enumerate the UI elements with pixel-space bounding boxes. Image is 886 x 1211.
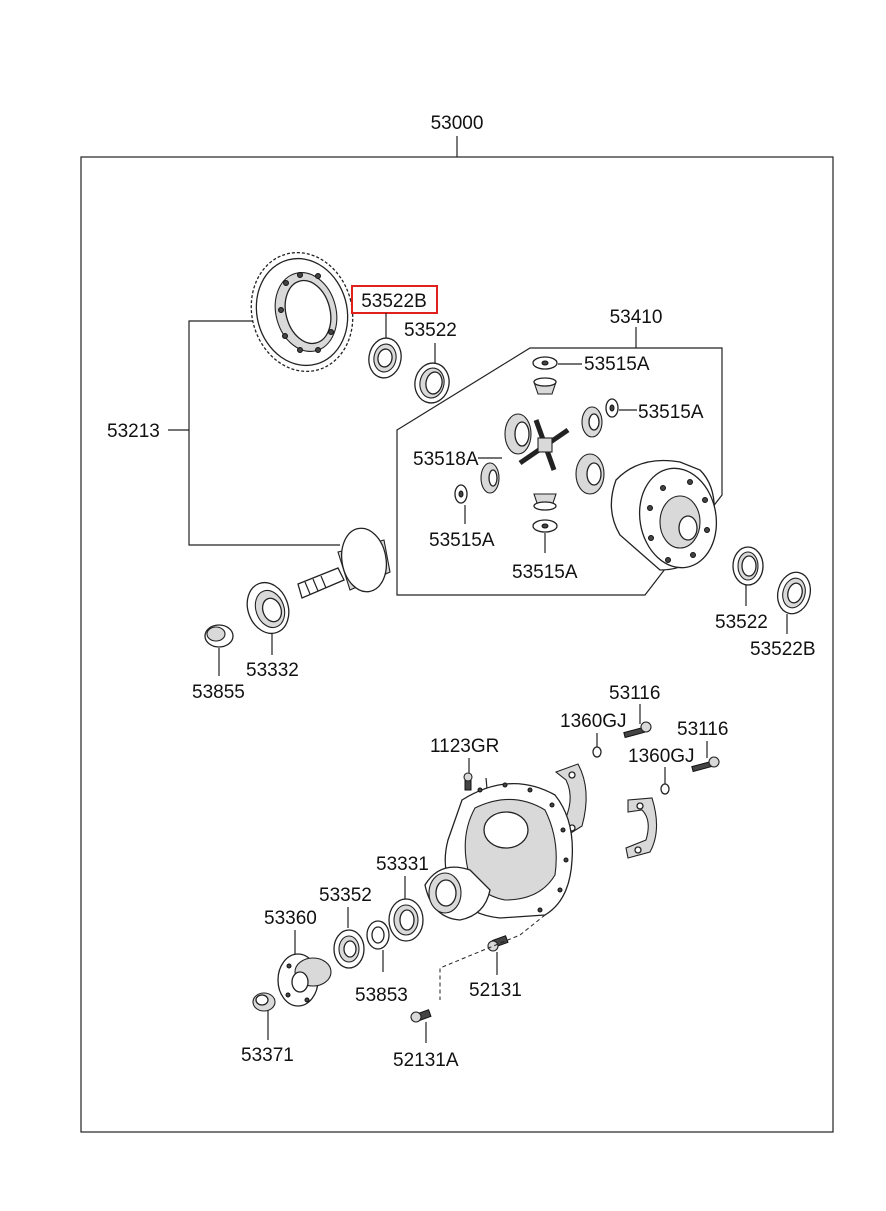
label-52131A[interactable]: 52131A <box>393 1050 459 1071</box>
label-53213[interactable]: 53213 <box>107 421 160 442</box>
washer-53853[interactable] <box>366 920 390 950</box>
assembly-frame <box>80 156 834 1133</box>
washer-1360GJ-b[interactable] <box>660 783 670 795</box>
thrust-washer-3[interactable] <box>454 484 468 504</box>
label-53410[interactable]: 53410 <box>610 307 663 328</box>
seal-53352[interactable] <box>333 929 365 969</box>
label-53853[interactable]: 53853 <box>355 985 408 1006</box>
label-52131[interactable]: 52131 <box>469 980 522 1001</box>
label-53522-top[interactable]: 53522 <box>404 320 457 341</box>
highlight-box-53522B <box>351 285 438 314</box>
nut-53371[interactable] <box>252 992 276 1012</box>
pinion-shaft[interactable] <box>518 419 570 471</box>
bolt-1123GR[interactable] <box>463 772 473 791</box>
bearing-53331[interactable] <box>388 898 424 942</box>
label-1123GR[interactable]: 1123GR <box>430 736 499 757</box>
label-53515A-3[interactable]: 53515A <box>429 530 495 551</box>
bearing-53332[interactable] <box>240 577 295 640</box>
label-53515A-4[interactable]: 53515A <box>512 562 578 583</box>
bearing-cap-left[interactable] <box>554 763 587 837</box>
bolt-53116-a[interactable] <box>623 721 652 739</box>
label-53332[interactable]: 53332 <box>246 660 299 681</box>
pinion-gear-top[interactable] <box>533 377 557 395</box>
ring-gear[interactable] <box>238 241 366 383</box>
label-53522B-top[interactable]: 53522B <box>361 291 427 312</box>
bearing-race-53522-right[interactable] <box>732 546 764 586</box>
washer-1360GJ-a[interactable] <box>592 746 602 758</box>
pinion-gear-bottom[interactable] <box>533 493 557 511</box>
label-53522B-right[interactable]: 53522B <box>750 639 816 660</box>
label-53331[interactable]: 53331 <box>376 854 429 875</box>
bolt-53116-b[interactable] <box>691 756 720 773</box>
bearing-race-53522-top[interactable] <box>412 360 452 405</box>
label-53116-a[interactable]: 53116 <box>609 683 660 704</box>
side-gear-center[interactable] <box>575 453 605 495</box>
label-53116-b[interactable]: 53116 <box>677 719 728 740</box>
thrust-washer-4[interactable] <box>532 519 558 533</box>
label-1360GJ-a[interactable]: 1360GJ <box>560 711 627 732</box>
label-53518A[interactable]: 53518A <box>413 449 479 470</box>
pinion-gear-left[interactable] <box>480 462 500 494</box>
label-53360[interactable]: 53360 <box>264 908 317 929</box>
carrier-housing[interactable] <box>424 782 574 921</box>
label-53515A-2[interactable]: 53515A <box>638 402 704 423</box>
differential-case[interactable] <box>610 459 724 573</box>
label-53352[interactable]: 53352 <box>319 885 372 906</box>
label-53522-right[interactable]: 53522 <box>715 612 768 633</box>
side-gear-right[interactable] <box>581 406 603 438</box>
drive-pinion[interactable] <box>297 525 391 599</box>
assembly-label-53000[interactable]: 53000 <box>431 113 484 134</box>
side-gear-left[interactable] <box>504 413 532 455</box>
bearing-cap-right[interactable] <box>625 797 658 859</box>
bearing-53522B-right[interactable] <box>773 569 815 618</box>
bearing-53522B-top[interactable] <box>366 336 404 381</box>
thrust-washer-1[interactable] <box>532 356 558 370</box>
companion-flange-53360[interactable] <box>277 953 332 1007</box>
label-53855[interactable]: 53855 <box>192 682 245 703</box>
spacer-53855[interactable] <box>204 624 234 648</box>
label-1360GJ-b[interactable]: 1360GJ <box>628 746 695 767</box>
plug-52131[interactable] <box>487 935 509 952</box>
plug-52131A[interactable] <box>410 1009 432 1023</box>
label-53371[interactable]: 53371 <box>241 1045 294 1066</box>
thrust-washer-2[interactable] <box>605 398 619 418</box>
label-53515A-1[interactable]: 53515A <box>584 354 650 375</box>
